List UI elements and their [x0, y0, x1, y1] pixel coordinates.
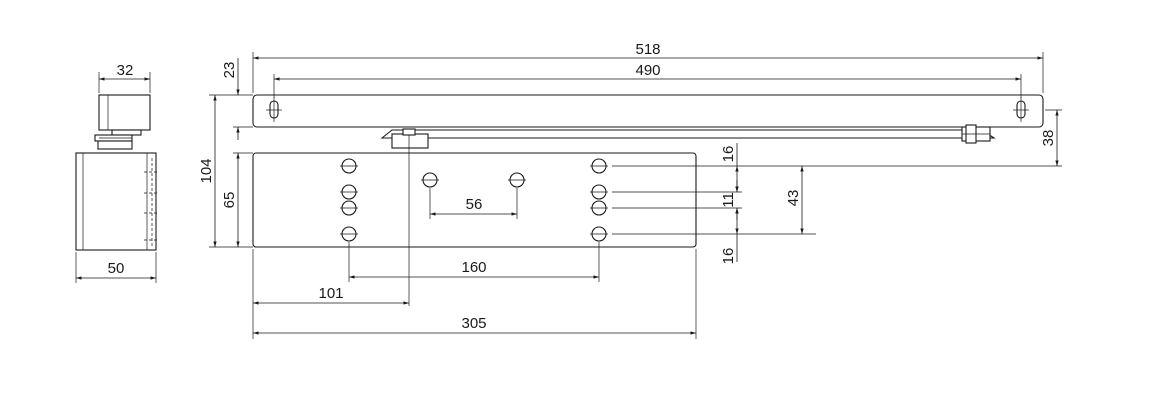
dim-label: 56 — [466, 196, 483, 213]
dim-label: 16 — [720, 146, 737, 163]
dim-label: 50 — [108, 260, 125, 277]
side-connector — [111, 129, 142, 136]
dim-label: 101 — [318, 285, 343, 302]
dim-label: 16 — [720, 248, 737, 265]
dim-label: 23 — [221, 62, 238, 79]
closer-arm — [380, 124, 996, 149]
dim-label: 38 — [1040, 130, 1057, 147]
slide-rail — [252, 94, 1044, 128]
side-view: 32 50 — [75, 62, 158, 283]
mounting-holes-right — [590, 158, 608, 242]
rail-slot-right — [1013, 97, 1029, 122]
dim-label: 32 — [117, 62, 134, 79]
dim-label: 490 — [635, 62, 660, 79]
side-slider-block — [98, 94, 151, 131]
dim-label: 305 — [461, 315, 486, 332]
dim-label: 43 — [785, 190, 802, 207]
closer-body — [252, 152, 697, 248]
dim-label: 11 — [720, 192, 737, 208]
dim-label: 104 — [198, 158, 215, 183]
front-view: 518 490 23 104 65 38 16 — [198, 41, 1062, 339]
upper-holes — [421, 172, 526, 188]
mounting-holes-left — [340, 158, 358, 242]
dim-label: 65 — [221, 192, 238, 209]
side-body — [75, 152, 157, 251]
dim-label: 518 — [635, 41, 660, 58]
rail-slot-left — [266, 97, 282, 122]
dim-label: 160 — [461, 259, 486, 276]
